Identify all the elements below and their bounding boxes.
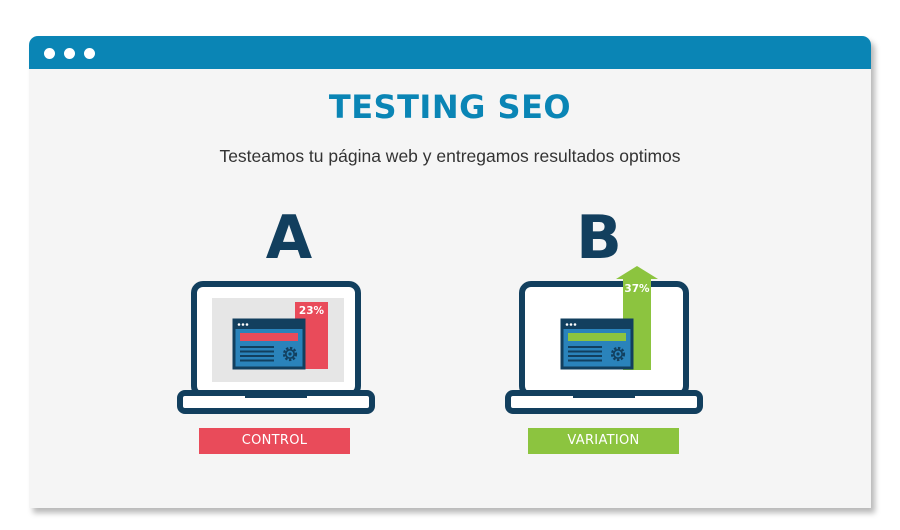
window-title-bar [29, 36, 871, 69]
browser-window-icon [232, 318, 306, 370]
variant-a-letter: A [265, 203, 313, 273]
page-title: TESTING SEO [328, 88, 572, 126]
window-dot-icon[interactable] [44, 48, 55, 59]
control-label: CONTROL [199, 428, 350, 454]
gear-icon [610, 346, 626, 362]
laptop-notch [573, 393, 635, 398]
browser-window-icon [560, 318, 634, 370]
page-subtitle: Testeamos tu página web y entregamos res… [219, 146, 681, 166]
browser-window [29, 36, 871, 508]
window-dot-icon[interactable] [64, 48, 75, 59]
variation-label: VARIATION [528, 428, 679, 454]
control-percent-label: 23% [299, 305, 325, 317]
variant-b-letter: B [576, 203, 622, 273]
gear-icon [282, 346, 298, 362]
arrow-up-icon [616, 266, 658, 279]
window-dot-icon[interactable] [84, 48, 95, 59]
variation-percent-label: 37% [624, 283, 650, 295]
laptop-notch [245, 393, 307, 398]
